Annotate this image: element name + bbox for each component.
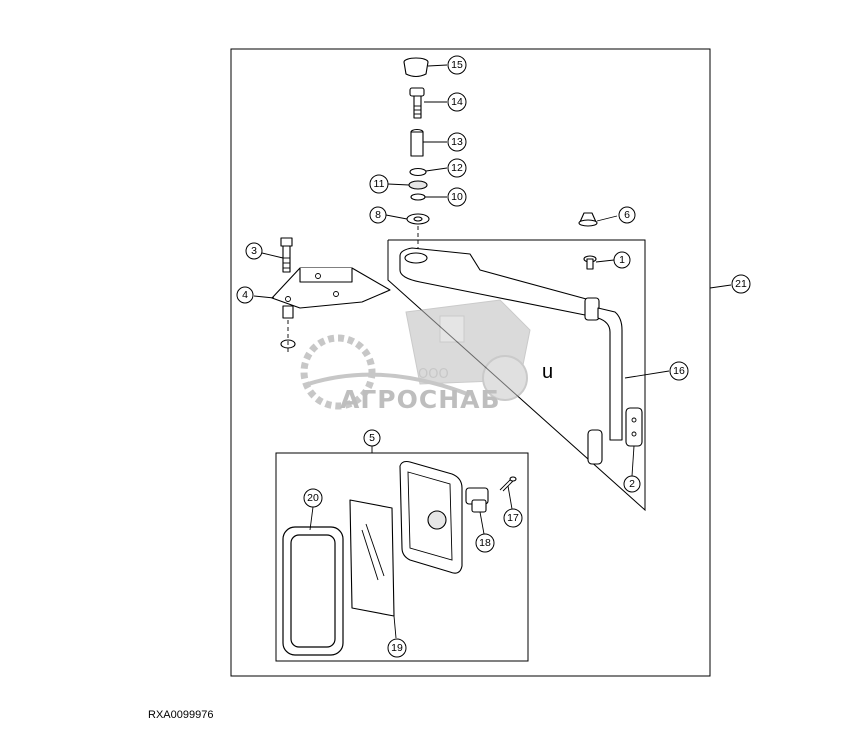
callout-6: 6 (618, 206, 636, 224)
callout-11: 11 (369, 174, 389, 194)
callout-2: 2 (623, 475, 641, 493)
svg-text:15: 15 (451, 59, 463, 71)
cap-part (403, 57, 429, 78)
bolt-3-part (280, 237, 293, 273)
svg-text:1: 1 (619, 254, 625, 266)
svg-text:2: 2 (629, 478, 635, 490)
callout-4: 4 (236, 286, 254, 304)
svg-text:18: 18 (479, 537, 491, 549)
nut-11-part (408, 180, 428, 190)
svg-text:17: 17 (507, 512, 519, 524)
arm-subassembly-frame (387, 239, 646, 512)
stray-mark: u (542, 361, 553, 383)
mirror-arm-part (399, 247, 643, 465)
svg-text:13: 13 (451, 136, 463, 148)
callout-8: 8 (369, 206, 387, 224)
svg-text:14: 14 (451, 96, 463, 108)
watermark-brand-text: АГРОСНАБ (340, 385, 501, 414)
bracket-part (271, 267, 391, 352)
svg-text:3: 3 (251, 245, 257, 257)
callout-15: 15 (447, 55, 467, 75)
drawing-id: RXA0099976 (148, 709, 214, 721)
svg-text:21: 21 (735, 278, 747, 290)
leader-lines (253, 64, 732, 639)
watermark-company-text: ООО (418, 367, 449, 382)
assembly-frame (230, 48, 711, 677)
svg-text:10: 10 (451, 191, 463, 203)
mirror-seal-part (282, 526, 344, 656)
svg-text:19: 19 (391, 642, 403, 654)
cap-6-part (578, 212, 598, 227)
callout-5: 5 (363, 429, 381, 447)
svg-text:12: 12 (451, 162, 463, 174)
callout-10: 10 (447, 187, 467, 207)
callout-3: 3 (245, 242, 263, 260)
svg-text:20: 20 (307, 492, 319, 504)
screw-17-part (499, 476, 517, 492)
oring-10-part (410, 193, 426, 201)
mirror-housing-part (399, 460, 463, 574)
washer-8-part (406, 213, 430, 225)
clamp-part (465, 487, 489, 513)
svg-text:5: 5 (369, 432, 375, 444)
watermark-logo: ООО АГРОСНАБ (300, 299, 531, 414)
bolt-part (409, 87, 425, 119)
svg-text:11: 11 (374, 178, 385, 190)
callout-18: 18 (475, 533, 495, 553)
svg-text:8: 8 (375, 209, 381, 221)
callout-1: 1 (613, 251, 631, 269)
sleeve-part (410, 128, 424, 157)
washer-12-part (409, 167, 427, 177)
svg-text:4: 4 (242, 289, 248, 301)
mirror-glass-part (349, 499, 395, 617)
callout-20: 20 (303, 488, 323, 508)
callout-17: 17 (503, 508, 523, 528)
screw-1-part (583, 255, 597, 270)
callout-21: 21 (731, 274, 751, 294)
callout-13: 13 (447, 132, 467, 152)
svg-text:16: 16 (673, 365, 685, 377)
callout-14: 14 (447, 92, 467, 112)
mirror-subassembly-frame (275, 452, 529, 662)
callout-16: 16 (669, 361, 689, 381)
callout-12: 12 (447, 158, 467, 178)
callout-19: 19 (387, 638, 407, 658)
svg-text:6: 6 (624, 209, 630, 221)
